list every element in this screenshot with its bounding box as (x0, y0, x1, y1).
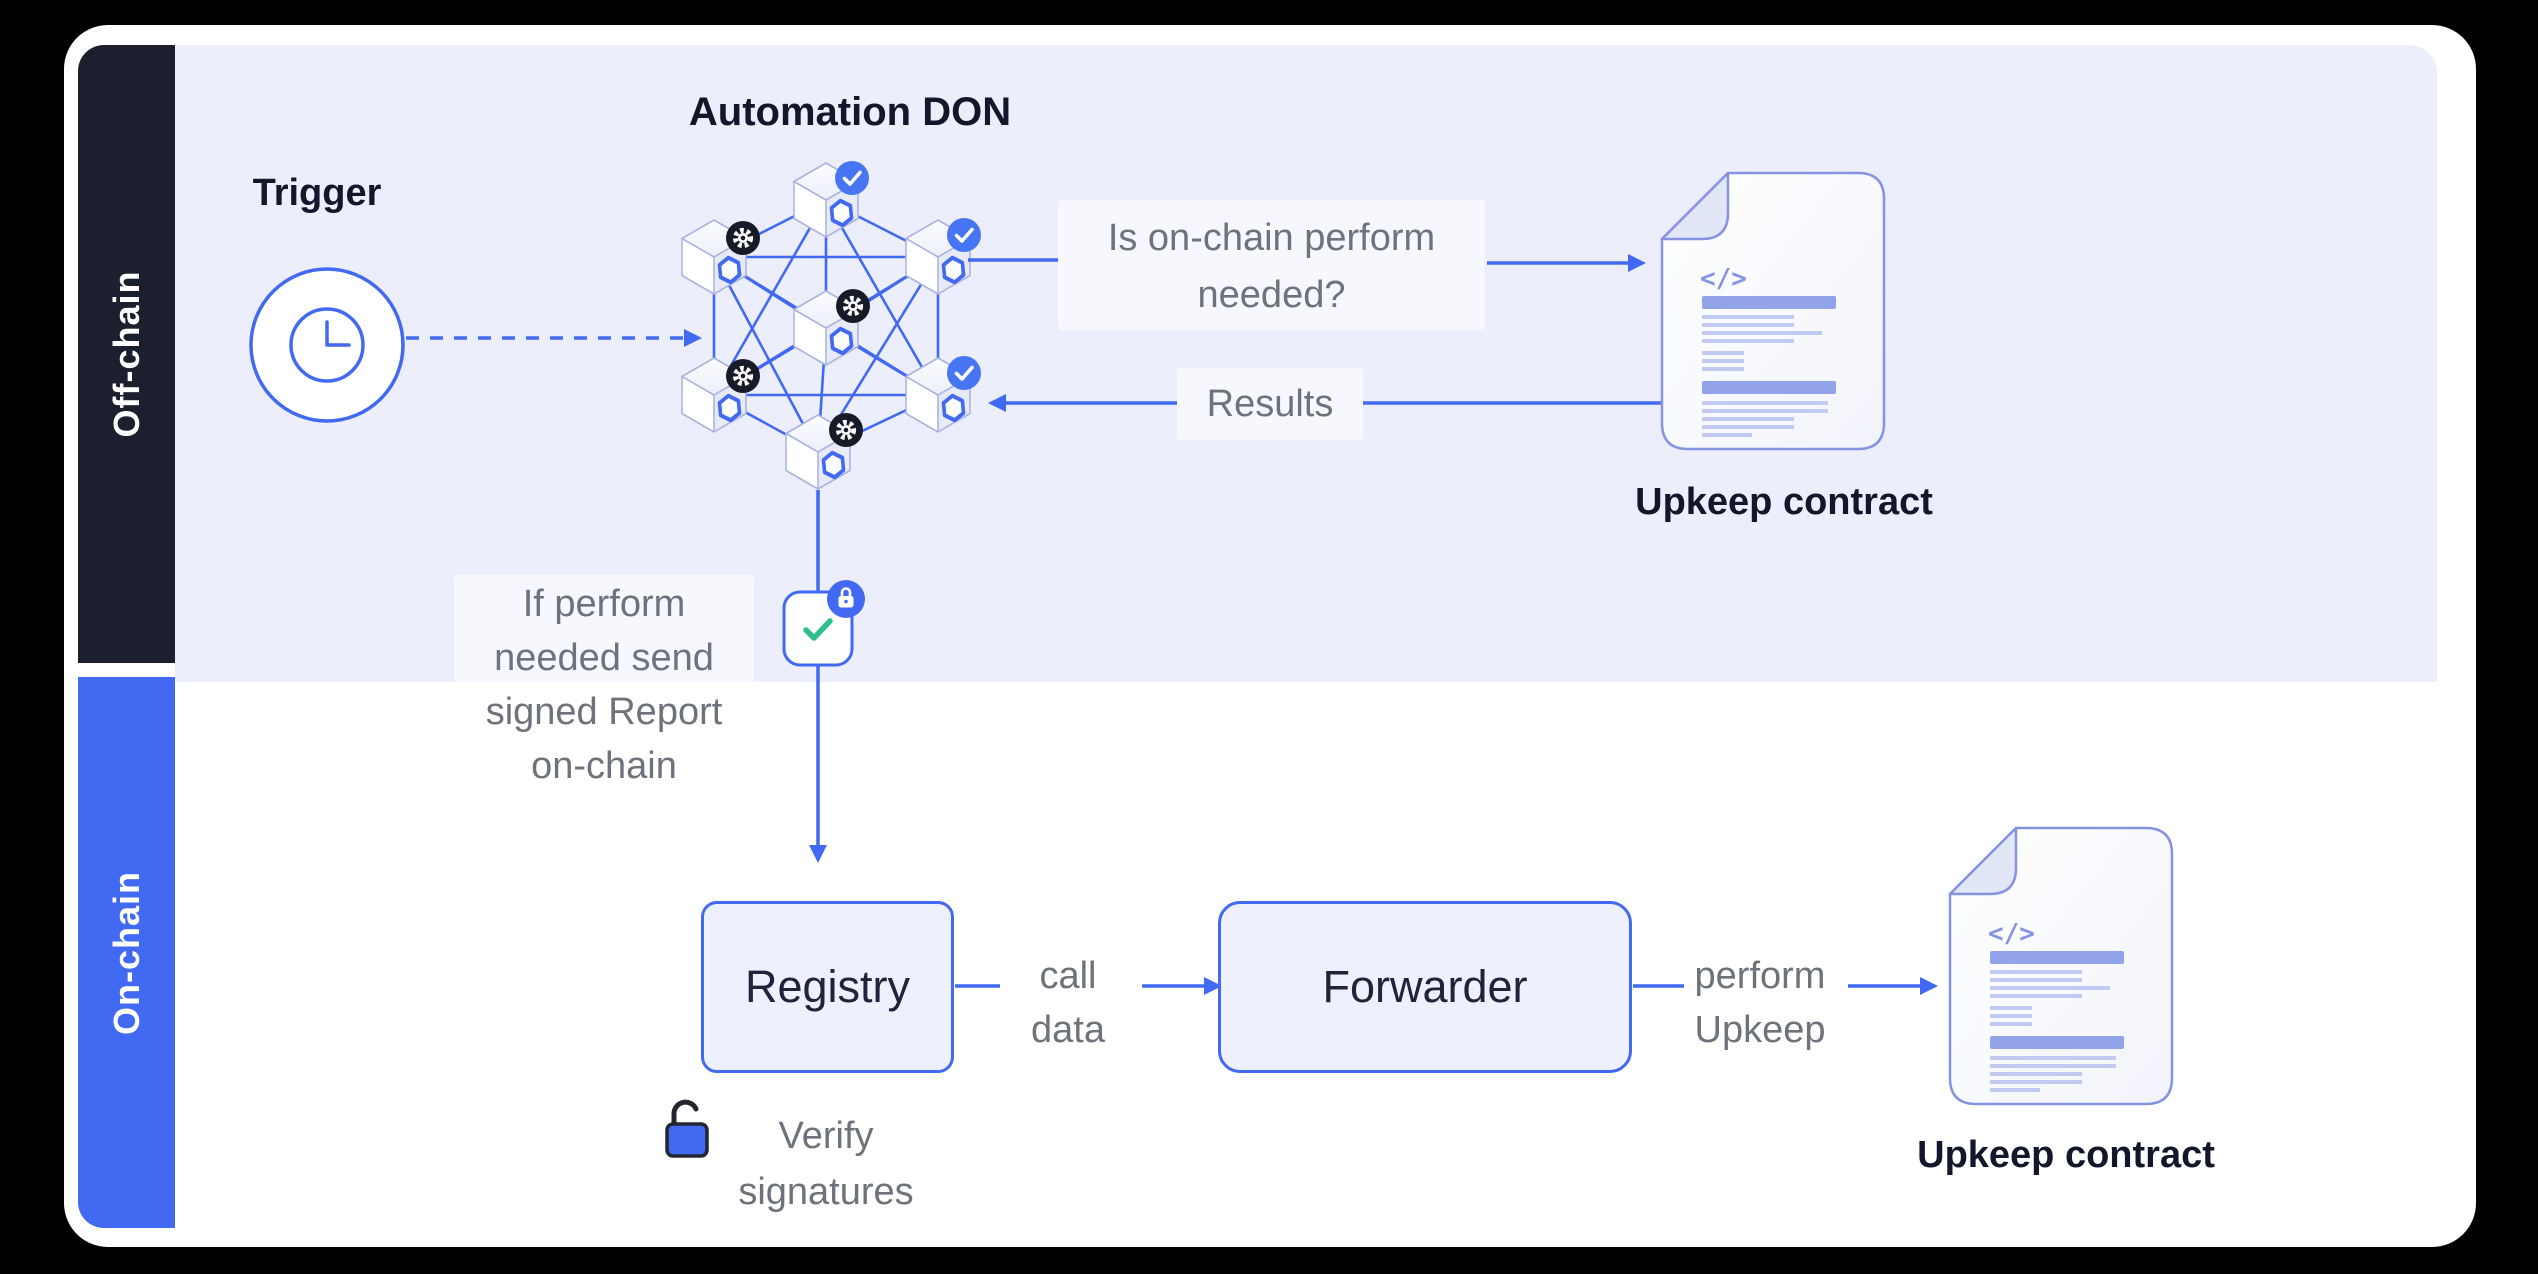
perform-upkeep-line: Upkeep (1694, 1009, 1826, 1051)
check-icon (803, 618, 833, 641)
gear-badge-icon (726, 359, 760, 393)
check-badge-icon (833, 159, 871, 197)
don-network-nodes (680, 159, 983, 491)
call-data-line: data (1031, 1009, 1105, 1051)
note-line: signed Report (485, 691, 723, 733)
offchain-lane-strip: Off-chain (78, 45, 175, 663)
gear-badge-icon (829, 413, 863, 447)
check-badge-icon (945, 216, 983, 254)
clock-icon (249, 267, 405, 423)
open-padlock-icon (665, 1099, 709, 1158)
call-data-label: call data (988, 949, 1148, 1057)
forwarder-label: Forwarder (1322, 961, 1528, 1012)
question-to-contract-arrow (1487, 254, 1646, 272)
registry-label: Registry (744, 961, 911, 1012)
call-data-line: call (1039, 955, 1097, 997)
automation-don-title: Automation DON (688, 90, 1012, 134)
signed-report-flow-arrow (809, 490, 827, 863)
trigger-to-don-arrow (406, 329, 702, 347)
signed-report-box (782, 580, 865, 667)
call-data-arrow (955, 977, 1222, 995)
results-label: Results (1177, 368, 1363, 440)
perform-upkeep-label: perform Upkeep (1650, 949, 1870, 1057)
question-line: needed? (1197, 274, 1346, 316)
note-line: If perform (522, 583, 686, 625)
gear-badge-icon (836, 289, 870, 323)
perform-upkeep-line: perform (1694, 955, 1826, 997)
check-badge-icon (945, 354, 983, 392)
question-line: Is on-chain perform (1107, 217, 1436, 259)
note-line: needed send (494, 637, 714, 679)
note-line: on-chain (531, 745, 677, 787)
verify-line: Verify (778, 1115, 874, 1157)
upkeep-contract-icon: </> (1948, 826, 2174, 1106)
gear-badge-icon (726, 221, 760, 255)
code-icon: </> (1988, 919, 2035, 949)
lock-badge-icon (827, 580, 865, 618)
verify-signatures-label: Verify signatures (696, 1108, 956, 1220)
upkeep-contract-icon: </> (1660, 171, 1886, 451)
results-arrow (988, 394, 1662, 412)
registry-box: Registry (701, 901, 954, 1073)
trigger-label: Trigger (252, 172, 382, 214)
perform-upkeep-arrow (1633, 977, 1938, 995)
verify-line: signatures (738, 1171, 914, 1213)
upkeep-contract-label: Upkeep contract (1917, 1134, 2215, 1176)
upkeep-contract-label: Upkeep contract (1635, 481, 1933, 523)
forwarder-box: Forwarder (1218, 901, 1632, 1073)
onchain-perform-question: Is on-chain perform needed? (1058, 200, 1485, 330)
signed-report-note: If perform needed send signed Report on-… (454, 575, 754, 799)
code-icon: </> (1700, 264, 1747, 294)
onchain-lane-strip: On-chain (78, 677, 175, 1228)
